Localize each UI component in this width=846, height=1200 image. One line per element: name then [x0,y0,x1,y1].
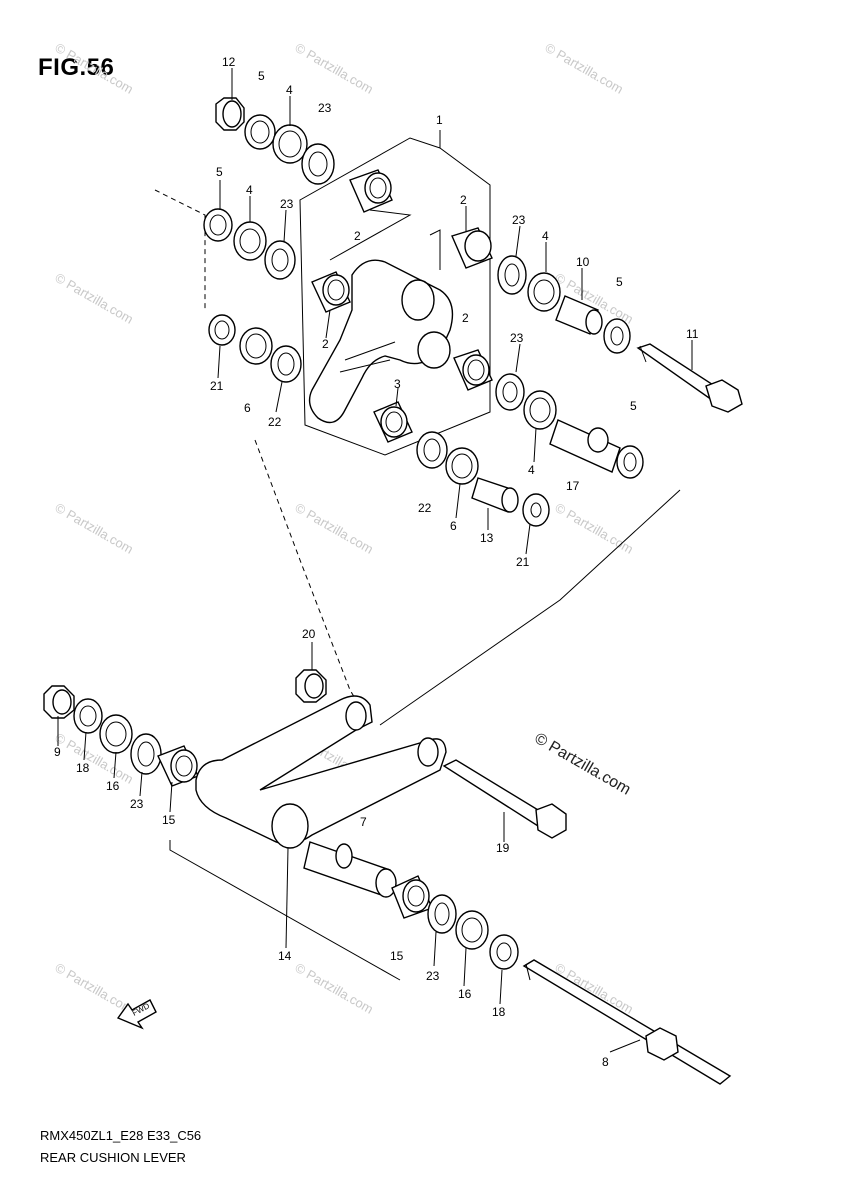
callout-4: 4 [542,229,549,243]
seal-4 [527,272,561,312]
bearing-2 [349,169,393,213]
bolt-8 [522,959,732,1085]
callout-2: 2 [354,229,361,243]
callout-5: 5 [216,165,223,179]
callout-2: 2 [460,193,467,207]
spacer-14 [303,841,397,898]
seal-4 [233,221,267,261]
bolt-11 [636,343,743,413]
callout-18: 18 [492,1005,506,1019]
callout-6: 6 [450,519,457,533]
leader-line [379,489,681,726]
seal-16 [455,910,489,950]
callout-13: 13 [480,531,494,545]
callout-3: 3 [394,377,401,391]
bolt-19 [442,759,567,839]
callout-leaders [57,68,693,1053]
seal-4 [272,124,308,164]
washer-21 [208,314,236,346]
spacer-17 [549,419,621,473]
bushing-5 [616,445,644,479]
model-code: RMX450ZL1_E28 E33_C56 [40,1128,202,1143]
callout-17: 17 [566,479,580,493]
nut-9 [43,685,75,719]
callout-9: 9 [54,745,61,759]
figure-caption: REAR CUSHION LEVER [40,1150,186,1165]
callout-11: 11 [686,327,699,341]
bushing-18 [489,934,519,970]
callout-15: 15 [390,949,404,963]
washer-23 [497,255,527,295]
callout-12: 12 [222,55,236,69]
washer-23 [264,240,296,280]
washer-22 [270,345,302,383]
callout-10: 10 [576,255,590,269]
callout-1: 1 [436,113,443,127]
callout-22: 22 [418,501,432,515]
spacer-13 [471,477,519,513]
callout-23: 23 [512,213,526,227]
washer-21 [522,493,550,527]
washer-23 [301,143,335,185]
leader-line [154,189,206,310]
callout-18: 18 [76,761,90,775]
callout-5: 5 [258,69,265,83]
callout-5: 5 [616,275,623,289]
bearing-2 [453,349,493,391]
bearing-15 [157,745,199,787]
callout-23: 23 [318,101,332,115]
seal-6 [445,447,479,485]
leader-line [329,209,412,261]
callout-4: 4 [528,463,535,477]
callout-20: 20 [302,627,316,641]
callout-23: 23 [510,331,524,345]
callout-8: 8 [602,1055,609,1069]
washer-23 [130,733,162,775]
washer-23 [427,894,457,934]
seal-16 [99,714,133,754]
callout-5: 5 [630,399,637,413]
callout-21: 21 [210,379,224,393]
callout-2: 2 [462,311,469,325]
callout-23: 23 [280,197,294,211]
callout-4: 4 [286,83,293,97]
leader-line [169,840,401,981]
cushion-lever-1 [308,259,454,424]
leader-line [429,229,441,270]
bushing-5 [203,208,233,242]
callout-14: 14 [278,949,292,963]
callout-4: 4 [246,183,253,197]
callout-23: 23 [130,797,144,811]
cushion-rod-7 [195,695,447,849]
bearing-2 [451,227,493,269]
callout-2: 2 [322,337,329,351]
washer-23 [495,373,525,411]
seal-6 [239,327,273,365]
seal-4 [523,390,557,430]
callout-7: 7 [360,815,367,829]
bushing-18 [73,698,103,734]
callout-21: 21 [516,555,530,569]
washer-22 [416,431,448,469]
bushing-5 [603,318,631,354]
figure-title: FIG.56 [38,54,115,81]
callout-6: 6 [244,401,251,415]
callout-16: 16 [458,987,472,1001]
bearing-15 [391,875,433,919]
fwd-arrow-icon: FWD [116,999,157,1030]
callout-23: 23 [426,969,440,983]
spacer-10 [555,295,603,335]
callout-16: 16 [106,779,120,793]
callout-15: 15 [162,813,176,827]
bearing-2 [311,271,351,313]
callout-19: 19 [496,841,510,855]
leader-line [299,130,491,456]
bearing-3 [373,401,413,443]
bushing-5 [244,114,276,150]
nut-12 [215,97,245,131]
callout-22: 22 [268,415,282,429]
nut-20 [295,669,327,703]
